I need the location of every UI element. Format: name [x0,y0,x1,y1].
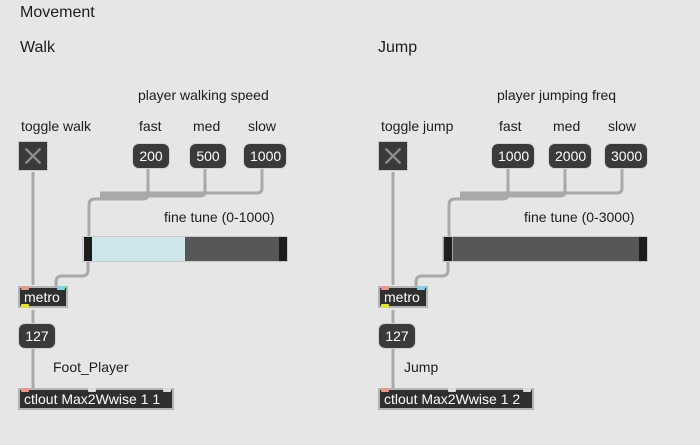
speed-label-fast-walk: fast [139,118,162,134]
metro-outlet-jump[interactable] [381,304,389,308]
metro-outlet-walk[interactable] [21,304,29,308]
out-comment-jump: Jump [404,359,439,375]
slider-fill-walk [83,237,185,261]
speed-label-med-walk: med [193,118,221,134]
cable-msg500-to-slider [100,168,207,198]
object-ctlout-jump[interactable]: ctlout Max2Wwise 1 2 [378,388,534,410]
slider-knob-walk[interactable] [84,237,92,261]
cable-slider-to-metro-jump [414,262,450,288]
toggle-label-jump: toggle jump [381,118,454,134]
slider-remainder-walk [185,237,287,261]
message-speed-fast-jump[interactable]: 1000 [492,144,534,168]
object-ctlout-walk[interactable]: ctlout Max2Wwise 1 1 [18,388,174,410]
object-ctlout-walk-text: ctlout Max2Wwise 1 1 [20,390,172,408]
object-metro-walk[interactable]: metro [18,286,68,308]
speed-label-slow-walk: slow [248,118,277,134]
section-heading-walk: Walk [20,39,55,56]
group-label-walk: player walking speed [138,87,269,103]
x-cross-icon [384,147,402,165]
cable-slider-to-metro-walk [54,262,90,288]
metro-inlet-cold-walk[interactable] [57,286,65,290]
section-heading-jump: Jump [378,39,418,56]
object-metro-walk-text: metro [20,288,66,306]
message-speed-med-walk[interactable]: 500 [190,144,226,168]
message-speed-med-jump[interactable]: 2000 [549,144,591,168]
object-metro-jump-text: metro [380,288,426,306]
ctlout-inlet-control-walk[interactable] [88,388,96,392]
object-metro-jump[interactable]: metro [378,286,428,308]
ctlout-inlet-control-jump[interactable] [448,388,456,392]
ctlout-inlet-value-walk[interactable] [21,388,29,392]
toggle-label-walk: toggle walk [21,118,92,134]
message-speed-fast-walk[interactable]: 200 [133,144,169,168]
ctlout-inlet-channel-walk[interactable] [163,388,171,392]
slider-remainder-jump [453,237,647,261]
message-velocity-walk[interactable]: 127 [19,324,55,348]
message-velocity-jump[interactable]: 127 [379,324,415,348]
message-speed-slow-walk[interactable]: 1000 [244,144,286,168]
ctlout-inlet-channel-jump[interactable] [523,388,531,392]
slider-endcap-walk [279,237,287,261]
out-comment-walk: Foot_Player [53,359,129,375]
metro-inlet-hot-walk[interactable] [21,286,29,290]
slider-label-jump: fine tune (0-3000) [524,209,635,225]
ctlout-inlet-value-jump[interactable] [381,388,389,392]
slider-label-walk: fine tune (0-1000) [164,209,275,225]
speed-label-fast-jump: fast [499,118,522,134]
x-cross-icon [24,147,42,165]
page-title: Movement [20,4,95,21]
slider-track-walk [83,237,287,261]
toggle-jump[interactable] [378,141,408,171]
toggle-walk[interactable] [18,141,48,171]
message-speed-slow-jump[interactable]: 3000 [605,144,647,168]
slider-fine-tune-jump[interactable] [442,236,648,262]
cable-msg1000-to-slider [100,168,264,195]
speed-label-med-jump: med [553,118,581,134]
metro-inlet-cold-jump[interactable] [417,286,425,290]
cable-msg200-to-slider [87,168,150,237]
cable-msg1000-to-slider-jump [447,168,510,237]
cable-msg2000-to-slider-jump [460,168,567,198]
slider-endcap-jump [639,237,647,261]
cable-msg3000-to-slider-jump [460,168,624,195]
speed-label-slow-jump: slow [608,118,637,134]
slider-fine-tune-walk[interactable] [82,236,288,262]
slider-knob-jump[interactable] [444,237,452,261]
metro-inlet-hot-jump[interactable] [381,286,389,290]
slider-track-jump [443,237,647,261]
group-label-jump: player jumping freq [497,87,617,103]
object-ctlout-jump-text: ctlout Max2Wwise 1 2 [380,390,532,408]
